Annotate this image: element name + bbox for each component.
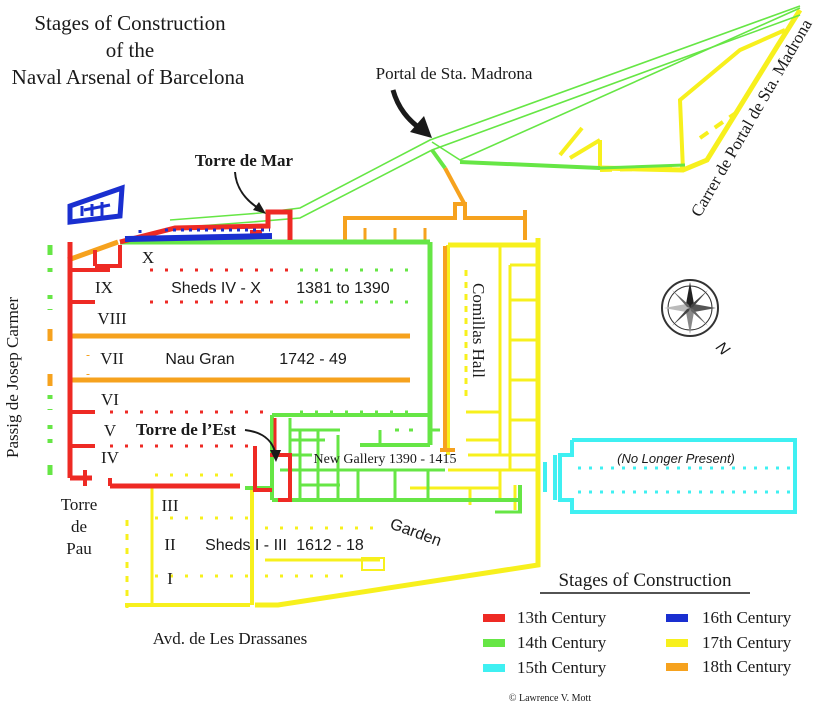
label-sheds-iv-x: Sheds IV - X [171,280,261,297]
legend-swatch-18th [666,663,688,671]
label-dates-iv-x: 1381 to 1390 [296,280,390,297]
title-line-2: of the [106,38,154,62]
legend-swatch-14th [483,639,505,647]
label-avd-drassanes: Avd. de Les Drassanes [153,629,308,648]
stage-18th-century [47,167,527,452]
title-line-1: Stages of Construction [34,11,226,35]
compass-north-label: N [712,339,733,360]
legend-label-16th: 16th Century [702,608,792,627]
label-new-gallery: New Gallery 1390 - 1415 [313,452,456,467]
legend-swatch-17th [666,639,688,647]
legend-swatch-15th [483,664,505,672]
label-garden: Garden [388,516,444,550]
shed-ix: IX [95,278,113,297]
legend-label-15th: 15th Century [517,658,607,677]
arrow-portal [390,89,432,138]
label-nau-gran: Nau Gran [165,351,234,368]
label-sheds-i-iii: Sheds I - III [205,537,287,554]
shed-iv: IV [101,448,120,467]
shed-viii: VIII [97,309,127,328]
legend-swatch-13th [483,614,505,622]
legend-label-18th: 18th Century [702,657,792,676]
arrow-torre-est [244,429,281,462]
legend: Stages of Construction 13th Century 14th… [483,570,792,677]
legend-swatch-16th [666,614,688,622]
shed-iii: III [162,496,179,515]
label-torre-de-lest: Torre de l’Est [136,420,236,439]
shed-x: X [142,248,154,267]
label-no-longer-present: (No Longer Present) [617,451,735,466]
label-torre-de-mar: Torre de Mar [195,151,294,170]
arrow-torre-mar [234,171,266,214]
label-torre-pau-3: Pau [66,539,92,558]
shed-vii: VII [100,349,124,368]
label-torre-pau-2: de [71,517,87,536]
label-nau-dates: 1742 - 49 [279,351,347,368]
label-portal: Portal de Sta. Madrona [376,64,533,83]
legend-label-14th: 14th Century [517,633,607,652]
label-comillas-hall: Comillas Hall [469,283,488,378]
shed-vi: VI [101,390,119,409]
copyright: © Lawrence V. Mott [509,693,591,704]
diagram-title: Stages of Construction of the Naval Arse… [12,11,245,89]
stage-13th-century [67,209,293,502]
label-passig: Passig de Josep Carmer [3,297,22,458]
shed-ii: II [164,535,176,554]
shed-v: V [104,421,117,440]
compass-rose-icon: N [661,279,733,360]
legend-title: Stages of Construction [558,570,732,591]
title-line-3: Naval Arsenal of Barcelona [12,65,245,89]
legend-label-17th: 17th Century [702,633,792,652]
stage-17th-century [125,8,803,608]
label-dates-i-iii: 1612 - 18 [296,537,364,554]
label-torre-pau-1: Torre [61,495,98,514]
legend-label-13th: 13th Century [517,608,607,627]
stage-15th-century [543,438,797,514]
stage-16th-century [67,184,273,244]
shed-i: I [167,569,173,588]
